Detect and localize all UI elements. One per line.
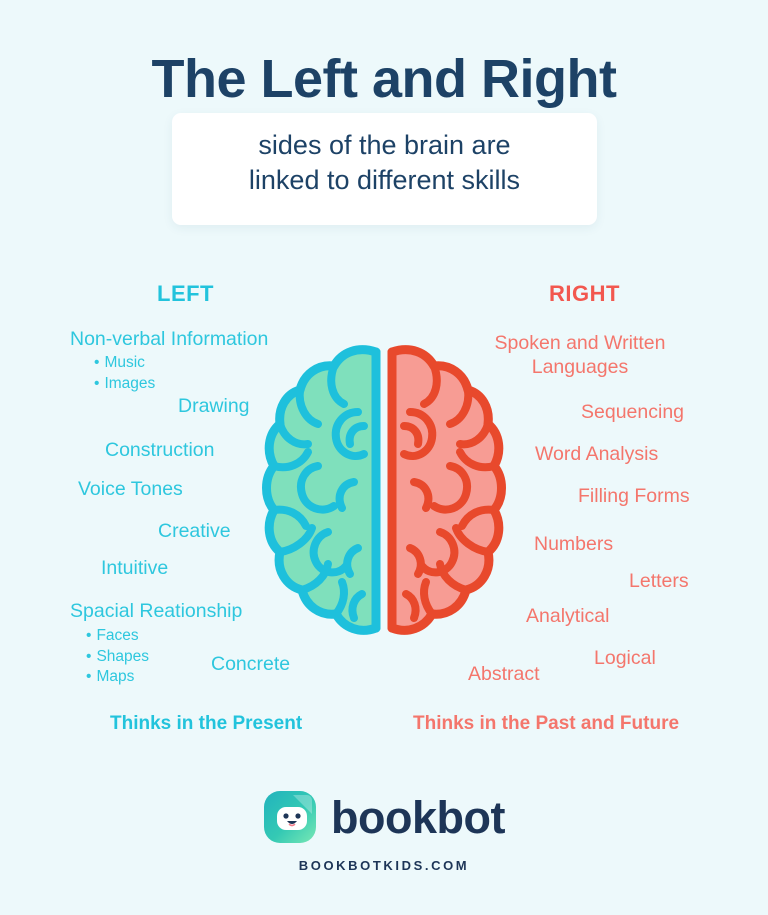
subtitle-line-1: sides of the brain are [258,130,511,160]
left-skill-concrete: Concrete [211,653,291,675]
right-tagline: Thinks in the Past and Future [413,713,680,734]
left-bullet-maps: Maps [86,667,149,688]
title-card [172,113,597,225]
footer-section: bookbot BOOKBOTKIDS.COM [0,790,768,873]
brain-left-folds [270,362,368,622]
left-skill-non-verbal-information: Non-verbal Information [70,328,269,350]
logo-row[interactable]: bookbot [0,790,768,844]
right-skill-letters: Letters [629,570,689,592]
left-bullet-images: Images [94,374,155,395]
brain-left-hemisphere [262,345,381,635]
brain-right-hemisphere [387,345,506,635]
right-skill-line-1: Spoken and Written [494,332,666,354]
brain-left-fill [266,349,376,631]
right-skill-numbers: Numbers [534,533,614,555]
left-bullets-non-verbal: Music Images [94,353,155,394]
subtitle-line-2: linked to different skills [248,164,521,195]
website-url: BOOKBOTKIDS.COM [298,858,470,873]
left-bullet-faces: Faces [86,626,149,647]
left-skill-creative: Creative [158,520,231,542]
right-skill-line-2: Languages [531,355,629,378]
brain-svg [262,345,506,635]
brain-left-outline [262,345,381,635]
brain-illustration [258,342,510,642]
right-column-heading: RIGHT [549,281,620,306]
header-section: The Left and Right sides of the brain ar… [0,0,768,240]
right-skill-analytical: Analytical [526,605,610,627]
right-skill-spoken-and-written-languages: Spoken and Written Languages [480,332,680,380]
left-column-heading: LEFT [157,281,214,306]
bookbot-logo-icon [264,791,317,843]
right-skill-sequencing: Sequencing [581,401,685,423]
page-title: The Left and Right [151,49,617,109]
left-skill-intuitive: Intuitive [101,557,169,579]
left-skill-voice-tones: Voice Tones [78,478,183,500]
bookbot-wordmark: bookbot [331,791,505,843]
brain-right-folds [400,362,498,622]
page-subtitle: sides of the brain are linked to differe… [172,128,597,197]
brain-right-fill [392,349,502,631]
right-skill-logical: Logical [594,647,656,669]
left-bullet-shapes: Shapes [86,647,149,668]
left-tagline: Thinks in the Present [110,713,303,734]
right-skill-word-analysis: Word Analysis [535,443,659,465]
left-bullet-music: Music [94,353,155,374]
left-skill-drawing: Drawing [178,395,250,417]
brain-right-outline [387,345,506,635]
right-skill-abstract: Abstract [468,663,540,685]
left-skill-construction: Construction [105,439,215,461]
right-skill-filling-forms: Filling Forms [578,485,690,507]
left-bullets-spatial: Faces Shapes Maps [86,626,149,688]
left-skill-spacial-reationship: Spacial Reationship [70,600,243,622]
